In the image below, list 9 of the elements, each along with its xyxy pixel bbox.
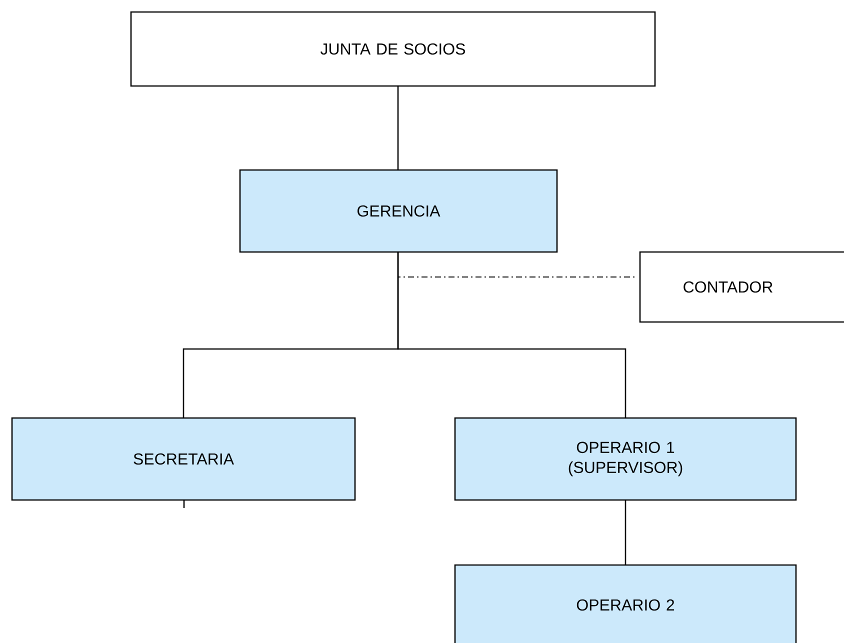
org-box: OPERARIO 1 (SUPERVISOR) <box>454 417 797 501</box>
org-box: GERENCIA <box>239 169 558 253</box>
org-box: SECRETARIA <box>11 417 356 501</box>
connector-line <box>624 500 626 565</box>
org-box: OPERARIO 2 <box>454 564 797 643</box>
connector-line <box>397 86 399 170</box>
connector-line <box>397 252 626 418</box>
org-box: CONTADOR <box>639 251 844 323</box>
org-box: JUNTA DE SOCIOS <box>130 11 656 87</box>
